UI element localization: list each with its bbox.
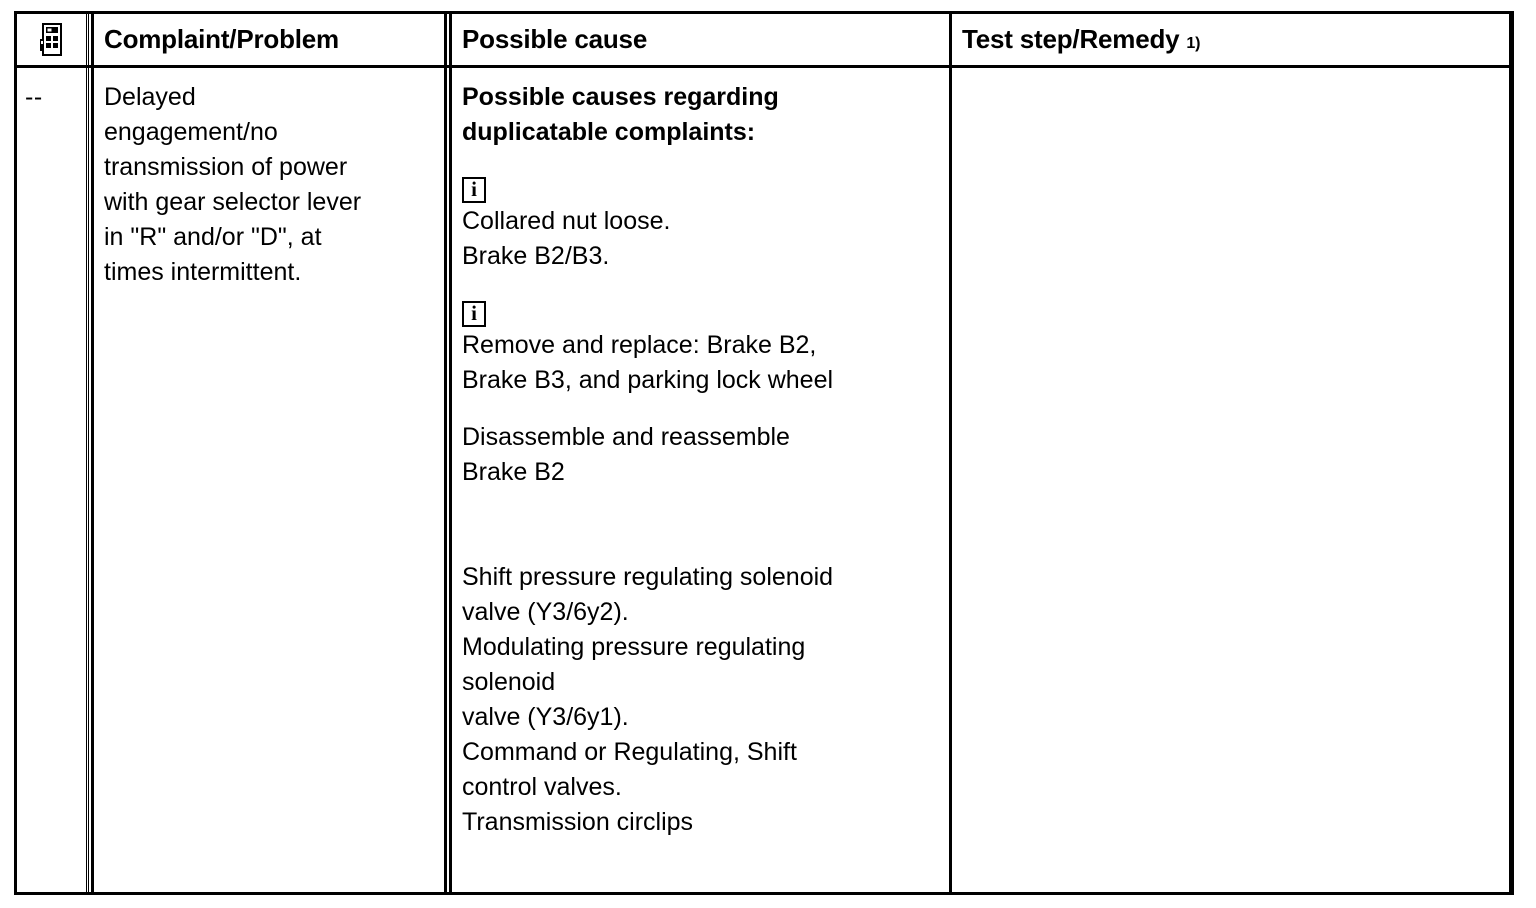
cause-line: Collared nut loose. (462, 207, 671, 235)
header-label-remedy-wrap: Test step/Remedy 1) (952, 14, 1509, 65)
block-spacer (462, 398, 939, 420)
cause-line: valve (Y3/6y2). (462, 598, 629, 626)
row-cell-complaint: Delayed engagement/no transmission of po… (94, 68, 452, 892)
cause-block-disassemble: Disassemble and reassemble Brake B2 (462, 420, 939, 490)
header-label-complaint: Complaint/Problem (104, 24, 339, 54)
row-cell-symbol: -- (17, 68, 94, 892)
symbol-cell-content: -- (17, 68, 86, 892)
cause-block-valves: Shift pressure regulating solenoid valve… (462, 560, 939, 840)
scan-tool-icon-wrap (17, 14, 86, 65)
cause-line: Shift pressure regulating solenoid (462, 563, 834, 591)
header-cell-symbol (17, 14, 94, 65)
troubleshooting-table: Complaint/Problem Possible cause Test st… (14, 11, 1514, 895)
cause-line: Transmission circlips (462, 808, 694, 836)
header-label-cause: Possible cause (462, 24, 648, 54)
complaint-line: in "R" and/or "D", at (104, 223, 322, 251)
complaint-line: Delayed (104, 83, 196, 111)
cause-block-info-1: i Collared nut loose. Brake B2/B3. (462, 172, 939, 274)
block-spacer (462, 490, 939, 560)
table-row: -- Delayed engagement/no transmission of… (17, 68, 1509, 892)
header-cell-remedy: Test step/Remedy 1) (952, 14, 1509, 65)
remedy-text (952, 68, 1509, 892)
complaint-line: with gear selector lever (104, 188, 362, 216)
cause-line: Brake B2/B3. (462, 242, 610, 270)
table-header-row: Complaint/Problem Possible cause Test st… (17, 14, 1509, 68)
cause-line: Command or Regulating, Shift (462, 738, 797, 766)
complaint-text: Delayed engagement/no transmission of po… (94, 68, 444, 892)
header-cell-complaint: Complaint/Problem (94, 14, 452, 65)
cause-line: valve (Y3/6y1). (462, 703, 629, 731)
cause-line: Possible causes regarding (462, 83, 779, 111)
block-spacer (462, 150, 939, 172)
cause-block-heading: Possible causes regarding duplicatable c… (462, 80, 939, 150)
scan-tool-icon (39, 22, 65, 57)
block-spacer (462, 274, 939, 296)
cause-line: solenoid (462, 668, 556, 696)
symbol-dash: -- (25, 83, 43, 111)
complaint-line: times intermittent. (104, 258, 302, 286)
info-icon: i (462, 300, 486, 327)
cause-line: Remove and replace: Brake B2, (462, 331, 817, 359)
header-footnote-marker: 1) (1186, 34, 1201, 52)
complaint-line: transmission of power (104, 153, 348, 181)
row-cell-cause: Possible causes regarding duplicatable c… (452, 68, 952, 892)
row-cell-remedy (952, 68, 1509, 892)
header-label-remedy: Test step/Remedy (962, 24, 1180, 54)
cause-line: control valves. (462, 773, 622, 801)
cause-line: Disassemble and reassemble (462, 423, 790, 451)
info-icon: i (462, 176, 486, 203)
info-icon-row: i (462, 172, 939, 204)
cause-text: Possible causes regarding duplicatable c… (452, 68, 949, 892)
cause-block-info-2: i Remove and replace: Brake B2, Brake B3… (462, 296, 939, 398)
info-icon-row: i (462, 296, 939, 328)
cause-line: Brake B3, and parking lock wheel (462, 366, 834, 394)
header-cell-cause: Possible cause (452, 14, 952, 65)
cause-line: duplicatable complaints: (462, 118, 756, 146)
complaint-line: engagement/no (104, 118, 278, 146)
cause-line: Modulating pressure regulating (462, 633, 806, 661)
cause-line: Brake B2 (462, 458, 565, 486)
